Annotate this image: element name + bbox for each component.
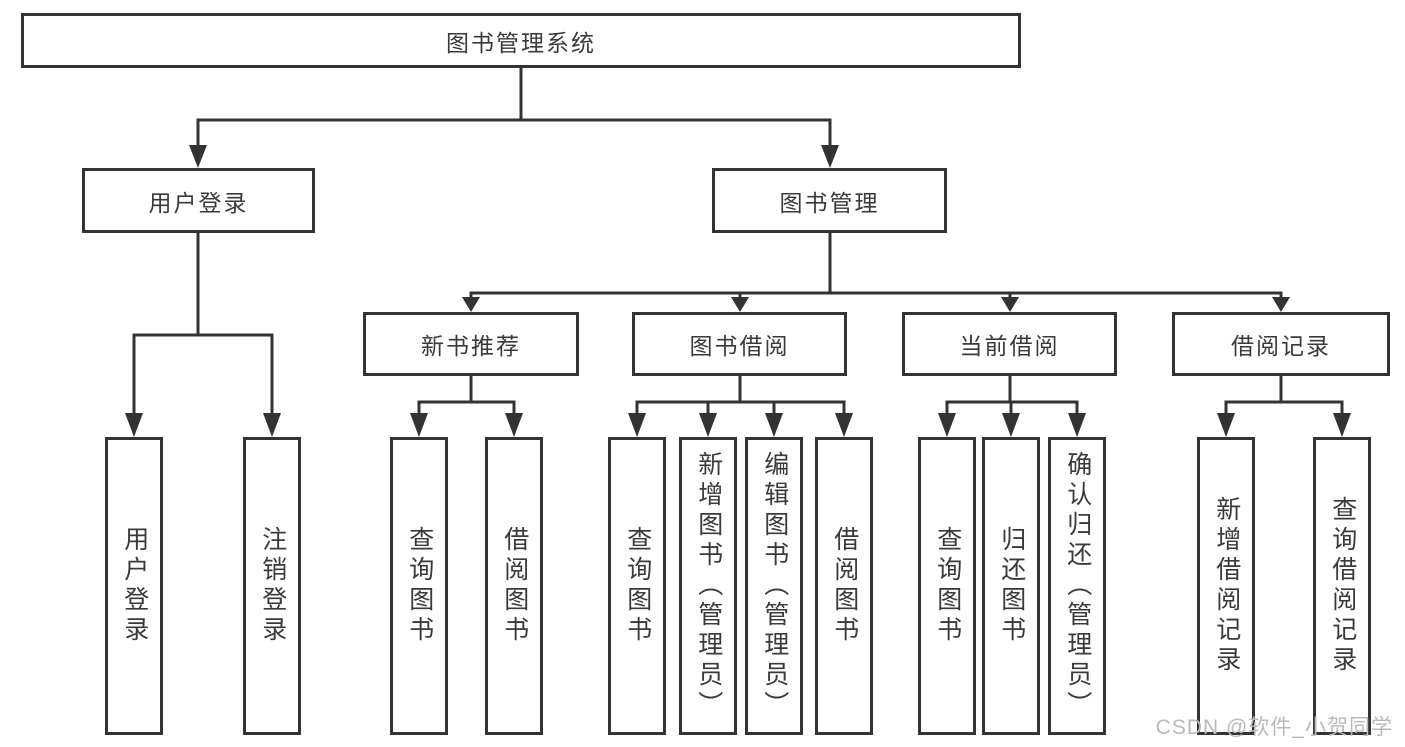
node-current-borrowing: 当前借阅 [902, 312, 1117, 376]
node-label: 图书借阅 [689, 333, 790, 359]
node-borrowing-records: 借阅记录 [1172, 312, 1390, 376]
node-label: 注销登录 [258, 526, 287, 646]
node-label: 查询图书 [933, 526, 962, 646]
csdn-watermark: CSDN @软件_小贺同学 [1155, 716, 1393, 739]
node-user-login: 用户登录 [82, 168, 315, 233]
node-label: 编辑图书（管理员） [760, 451, 789, 721]
leaf-query-borrow-record: 查询借阅记录 [1313, 437, 1371, 735]
node-book-management: 图书管理 [712, 168, 947, 233]
leaf-borrow-books: 借阅图书 [815, 437, 873, 735]
node-label: 借阅图书 [830, 526, 859, 646]
leaf-add-books-admin: 新增图书（管理员） [679, 437, 737, 735]
node-label: 图书管理系统 [446, 29, 596, 56]
node-library-system: 图书管理系统 [21, 13, 1021, 68]
leaf-logout: 注销登录 [243, 437, 301, 735]
node-label: 查询图书 [405, 526, 434, 646]
leaf-add-borrow-record: 新增借阅记录 [1197, 437, 1255, 735]
leaf-confirm-return-admin: 确认归还（管理员） [1048, 437, 1106, 735]
node-label: 图书管理 [779, 189, 880, 216]
leaf-query-books-borrow: 查询图书 [608, 437, 666, 735]
node-label: 当前借阅 [959, 333, 1060, 359]
node-label: 借阅记录 [1231, 333, 1331, 359]
leaf-query-books-current: 查询图书 [918, 437, 976, 735]
leaf-edit-books-admin: 编辑图书（管理员） [745, 437, 803, 735]
leaf-return-books: 归还图书 [982, 437, 1040, 735]
node-label: 查询借阅记录 [1328, 496, 1357, 676]
node-label: 新增借阅记录 [1212, 496, 1241, 676]
node-label: 用户登录 [120, 526, 149, 646]
node-book-borrowing: 图书借阅 [632, 312, 847, 376]
node-label: 新增图书（管理员） [694, 451, 723, 721]
node-new-book-recommendation: 新书推荐 [363, 312, 579, 376]
leaf-borrow-books-recommend: 借阅图书 [485, 437, 543, 735]
node-label: 确认归还（管理员） [1063, 451, 1092, 721]
leaf-user-login: 用户登录 [105, 437, 163, 735]
node-label: 借阅图书 [500, 526, 529, 646]
node-label: 新书推荐 [421, 333, 521, 359]
node-label: 查询图书 [623, 526, 652, 646]
leaf-query-books-recommend: 查询图书 [390, 437, 448, 735]
node-label: 归还图书 [997, 526, 1026, 646]
node-label: 用户登录 [148, 189, 249, 216]
